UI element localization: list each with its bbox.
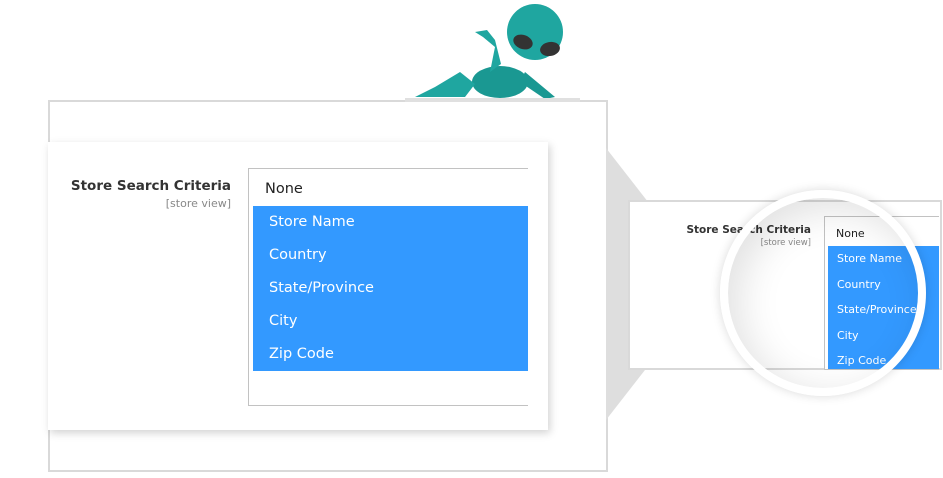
field-scope: [store view] [165,197,231,210]
magnifier-lens-icon [720,190,926,396]
option-store-name[interactable]: Store Name [253,206,528,239]
option-state-province[interactable]: State/Province [253,272,528,305]
option-none[interactable]: None [265,181,303,197]
option-city[interactable]: City [253,305,528,338]
option-country[interactable]: Country [253,239,528,272]
store-search-criteria-multiselect[interactable]: None Store Name Country State/Province C… [248,168,528,406]
field-label: Store Search Criteria [70,178,231,194]
alien-mascot-icon [405,4,580,102]
option-zip-code[interactable]: Zip Code [253,338,528,371]
